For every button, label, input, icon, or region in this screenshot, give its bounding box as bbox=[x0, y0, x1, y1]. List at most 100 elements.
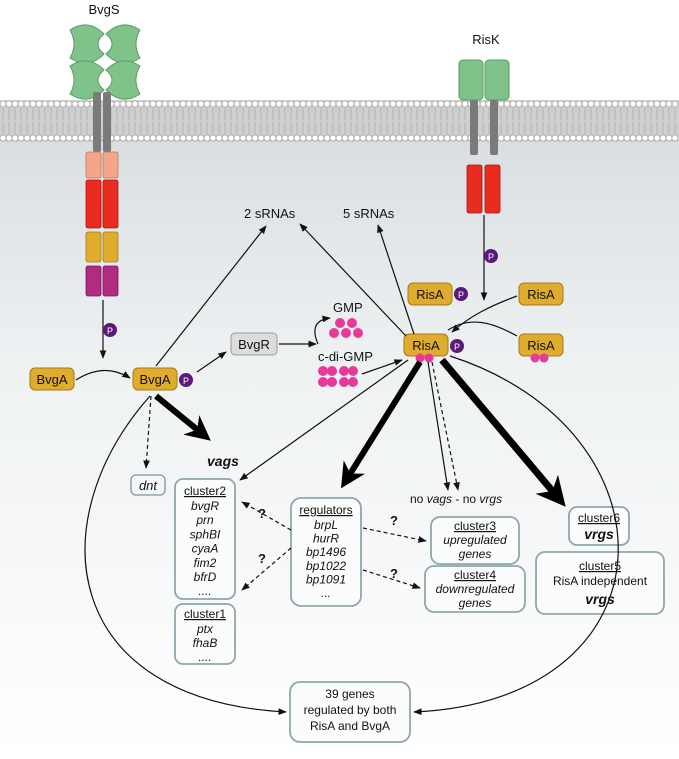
lipid-head bbox=[161, 100, 169, 108]
lipid-head bbox=[11, 100, 19, 108]
lipid-head bbox=[389, 100, 397, 108]
lipid-head bbox=[515, 100, 523, 108]
lipid-head bbox=[299, 100, 307, 108]
lipid-head bbox=[497, 134, 505, 142]
lipid-head bbox=[203, 134, 211, 142]
lipid-head bbox=[5, 100, 13, 108]
cluster4-title: cluster4 bbox=[454, 568, 496, 582]
ris-srnas-label: 5 sRNAs bbox=[343, 206, 395, 221]
lipid-head bbox=[629, 134, 637, 142]
lipid-head bbox=[275, 100, 283, 108]
lipid-head bbox=[563, 134, 571, 142]
lipid-head bbox=[245, 100, 253, 108]
lipid-head bbox=[245, 134, 253, 142]
lipid-head bbox=[347, 134, 355, 142]
lipid-head bbox=[599, 134, 607, 142]
lipid-head bbox=[503, 134, 511, 142]
lipid-head bbox=[329, 100, 337, 108]
lipid-head bbox=[425, 100, 433, 108]
lipid-head bbox=[437, 134, 445, 142]
gene-label: bp1496 bbox=[306, 545, 346, 559]
gene-label: hurR bbox=[313, 532, 339, 546]
lipid-head bbox=[437, 100, 445, 108]
lipid-head bbox=[395, 100, 403, 108]
cluster3-line: genes bbox=[459, 547, 492, 561]
bvgs-receptor bbox=[69, 24, 141, 297]
lipid-head bbox=[221, 134, 229, 142]
cluster1-gene-list: ptxfhaB.... bbox=[193, 622, 218, 664]
lipid-head bbox=[455, 134, 463, 142]
lipid-head bbox=[149, 100, 157, 108]
risa-center-label: RisA bbox=[412, 338, 440, 353]
cluster6-title: cluster6 bbox=[578, 511, 620, 525]
lipid-head bbox=[587, 134, 595, 142]
lipid-head bbox=[41, 134, 49, 142]
lipid-head bbox=[371, 134, 379, 142]
lipid-head bbox=[113, 134, 121, 142]
lipid-head bbox=[293, 100, 301, 108]
both-regulated-box bbox=[289, 681, 411, 743]
lipid-head bbox=[269, 100, 277, 108]
regulators-box bbox=[290, 497, 362, 607]
lipid-head bbox=[389, 134, 397, 142]
lipid-head bbox=[71, 100, 79, 108]
lipid-head bbox=[311, 100, 319, 108]
lipid-head bbox=[575, 134, 583, 142]
lipid-head bbox=[119, 100, 127, 108]
lipid-head bbox=[545, 100, 553, 108]
dnt-label: dnt bbox=[139, 478, 158, 493]
lipid-head bbox=[581, 100, 589, 108]
lipid-head bbox=[599, 100, 607, 108]
cluster4-line: downregulated bbox=[436, 582, 515, 596]
lipid-head bbox=[341, 100, 349, 108]
lipid-head bbox=[521, 100, 529, 108]
lipid-head bbox=[653, 100, 661, 108]
question-mark: ? bbox=[390, 566, 398, 581]
lipid-head bbox=[65, 134, 73, 142]
lipid-head bbox=[449, 134, 457, 142]
lipid-head bbox=[5, 134, 13, 142]
lipid-head bbox=[221, 100, 229, 108]
lipid-head bbox=[287, 100, 295, 108]
lipid-head bbox=[629, 100, 637, 108]
cluster5-title: cluster5 bbox=[579, 559, 621, 573]
lipid-head bbox=[263, 100, 271, 108]
lipid-head bbox=[269, 134, 277, 142]
lipid-head bbox=[509, 100, 517, 108]
lipid-head bbox=[551, 134, 559, 142]
lipid-head bbox=[557, 100, 565, 108]
lipid-head bbox=[623, 134, 631, 142]
cluster2-gene-list: bvgRprnsphBIcyaAfim2bfrD.... bbox=[190, 499, 221, 598]
lipid-head bbox=[665, 134, 673, 142]
both-line: regulated by both bbox=[304, 703, 397, 717]
lipid-head bbox=[53, 100, 61, 108]
lipid-head bbox=[335, 100, 343, 108]
lipid-head bbox=[623, 100, 631, 108]
phosphate-icon bbox=[454, 287, 468, 301]
lipid-head bbox=[647, 134, 655, 142]
lipid-head bbox=[611, 100, 619, 108]
bvgr-node bbox=[230, 332, 278, 356]
lipid-head bbox=[563, 100, 571, 108]
lipid-head bbox=[671, 134, 679, 142]
lipid-head bbox=[203, 100, 211, 108]
lipid-head bbox=[227, 134, 235, 142]
lipid-head bbox=[521, 134, 529, 142]
lipid-head bbox=[533, 134, 541, 142]
lipid-head bbox=[251, 134, 259, 142]
lipid-head bbox=[59, 134, 67, 142]
lipid-head bbox=[527, 100, 535, 108]
lipid-head bbox=[173, 134, 181, 142]
question-mark: ? bbox=[258, 551, 266, 566]
lipid-head bbox=[557, 134, 565, 142]
lipid-head bbox=[137, 134, 145, 142]
lipid-head bbox=[287, 134, 295, 142]
lipid-head bbox=[0, 100, 7, 108]
lipid-head bbox=[395, 134, 403, 142]
lipid-head bbox=[125, 134, 133, 142]
lipid-head bbox=[173, 100, 181, 108]
lipid-head bbox=[419, 134, 427, 142]
lipid-head bbox=[113, 100, 121, 108]
lipid-head bbox=[0, 134, 7, 142]
lipid-head bbox=[197, 100, 205, 108]
